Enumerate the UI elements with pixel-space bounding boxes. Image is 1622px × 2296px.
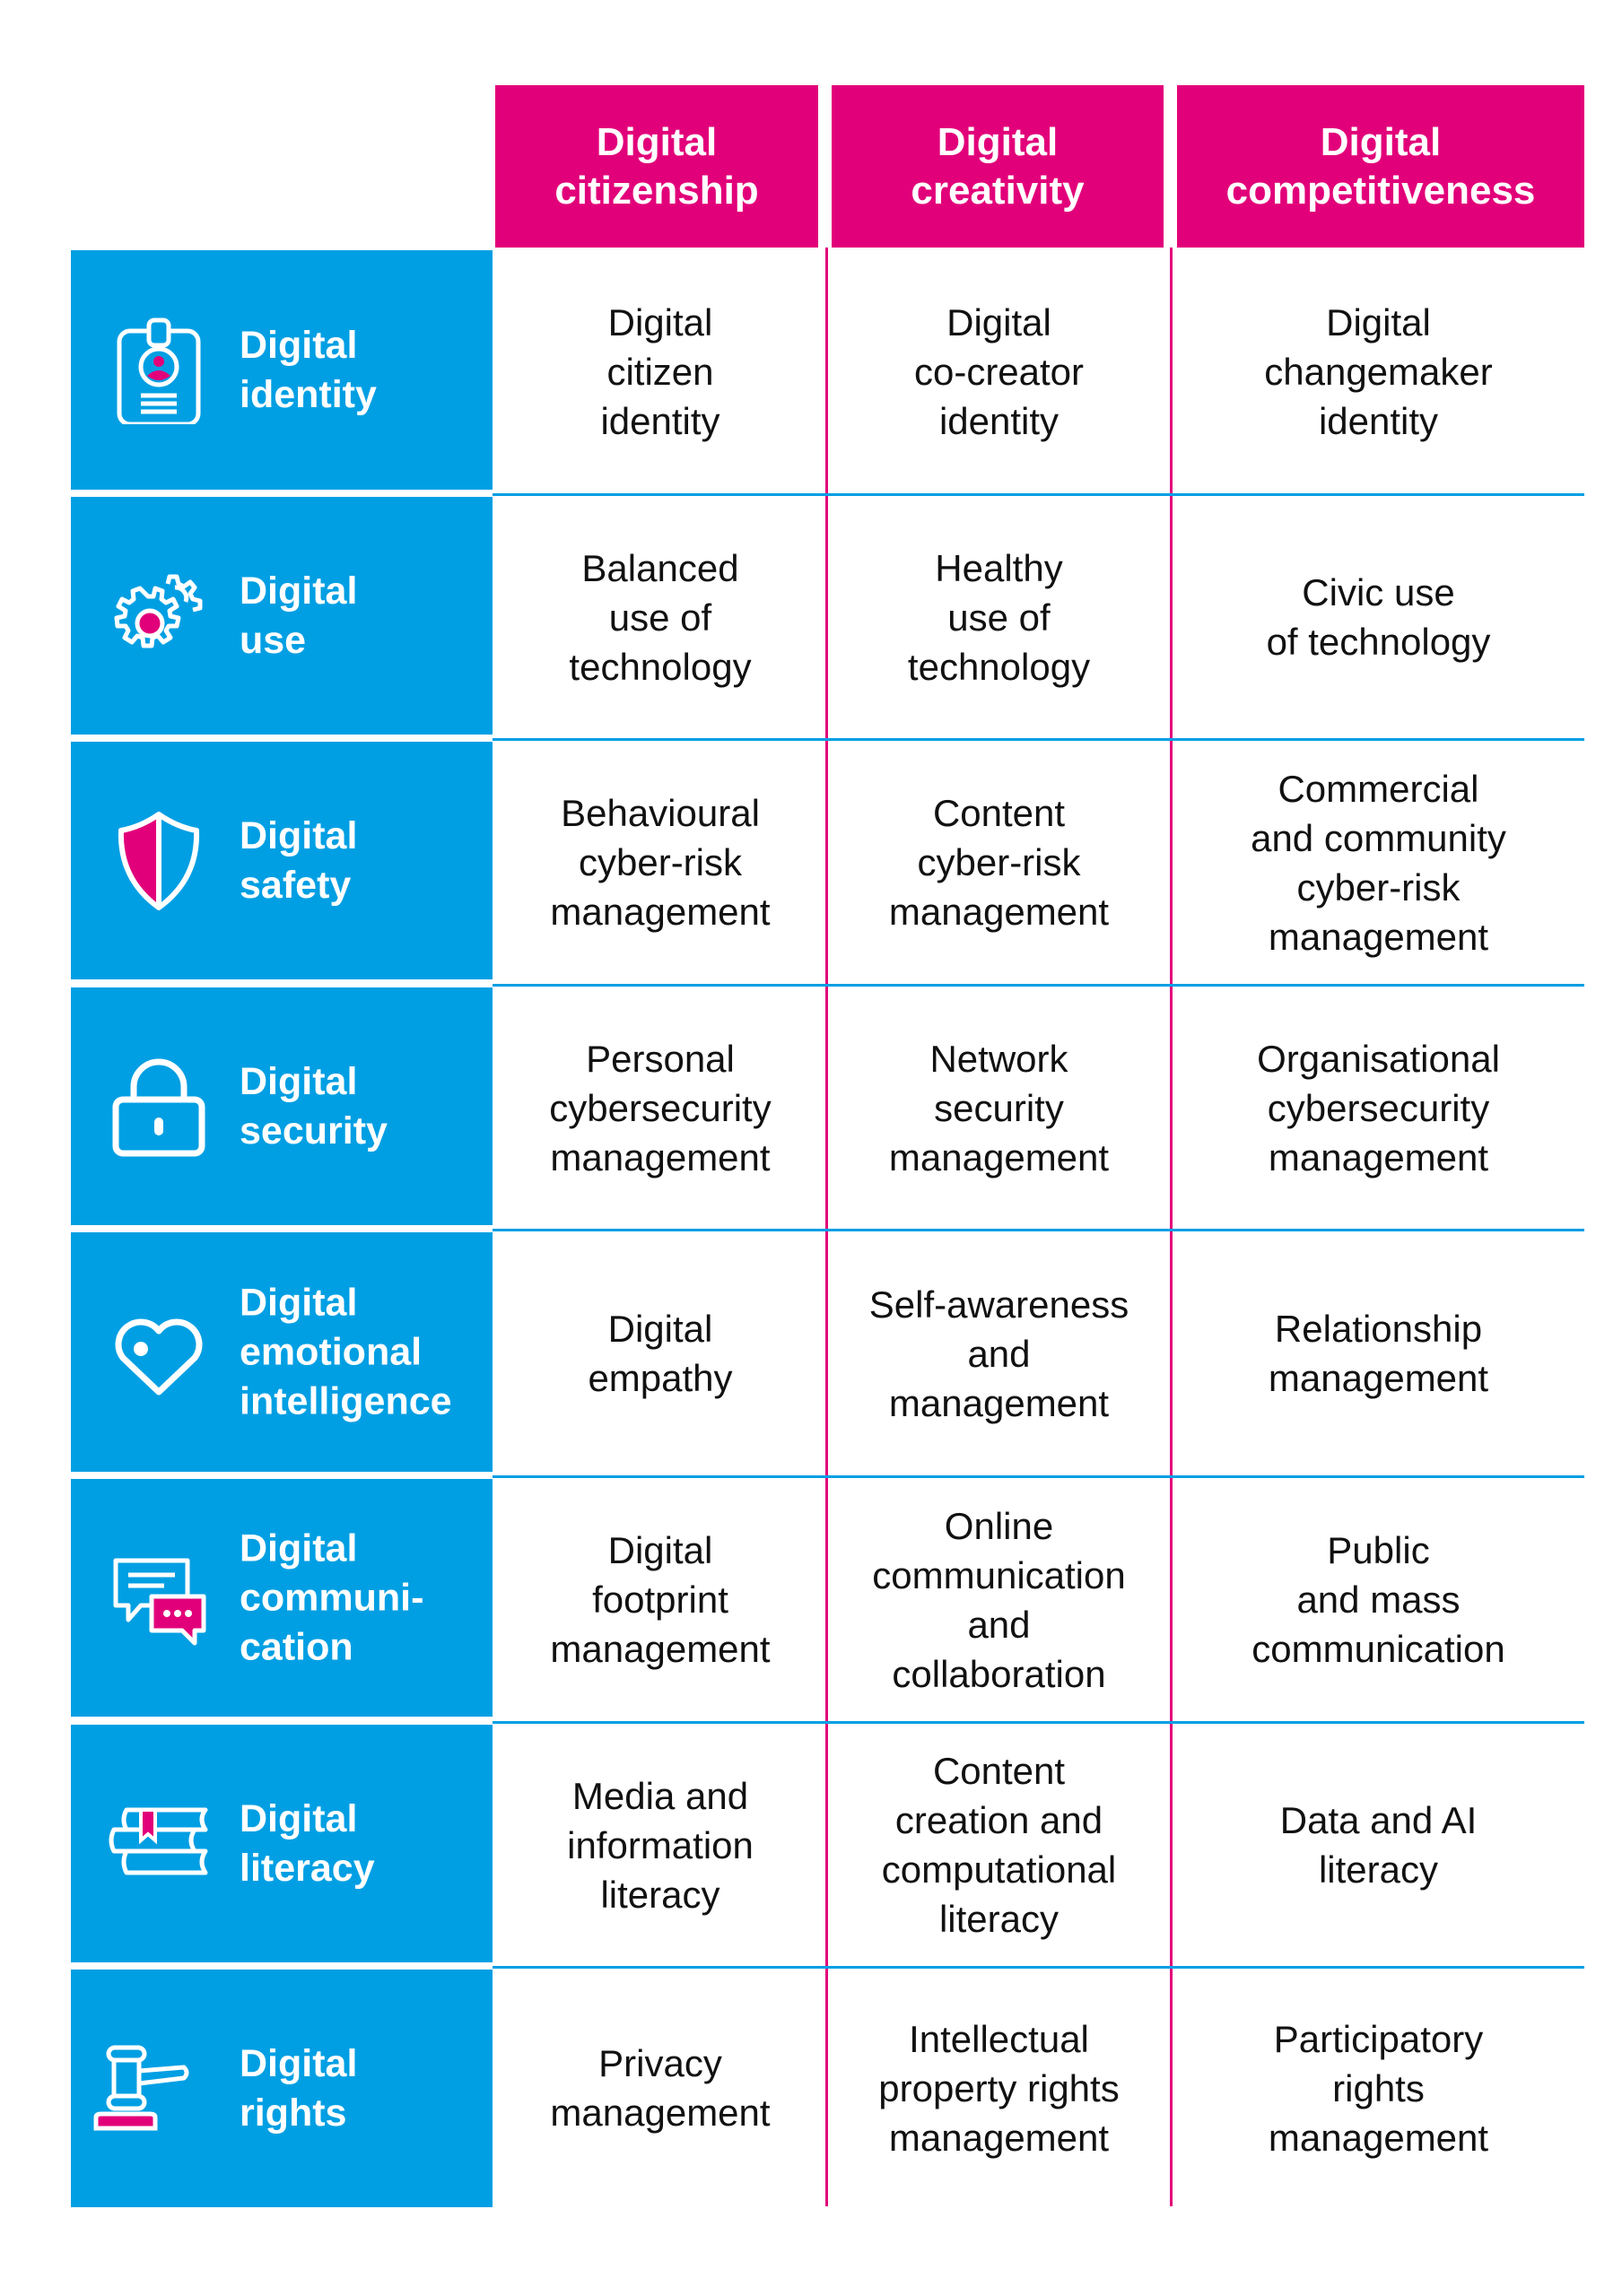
- row-divider: [493, 1475, 1584, 1478]
- column-header-citizenship: Digital citizenship: [495, 85, 818, 248]
- row-header-label: Digital communi- cation: [240, 1526, 424, 1668]
- column-header-label: Digital creativity: [911, 119, 1085, 213]
- shield-icon: [118, 811, 200, 910]
- cell: Healthy use of technology: [907, 546, 1091, 688]
- column-divider: [825, 248, 828, 2206]
- row-header-identity: Digital identity: [71, 250, 493, 490]
- row-divider: [493, 1721, 1584, 1724]
- heart-icon: [115, 1318, 203, 1395]
- row-divider: [493, 1229, 1584, 1231]
- id-badge-icon: [117, 317, 201, 424]
- cell: Civic use of technology: [1266, 571, 1491, 663]
- padlock-icon: [112, 1058, 205, 1156]
- cell: Digital co-creator identity: [913, 301, 1085, 442]
- cell: Content creation and computational liter…: [881, 1750, 1117, 1940]
- chat-bubbles-icon: [113, 1558, 206, 1645]
- cell: Participatory rights management: [1268, 2017, 1489, 2159]
- cell: Balanced use of technology: [569, 546, 752, 688]
- cell: Privacy management: [550, 2042, 771, 2134]
- column-header-creativity: Digital creativity: [832, 85, 1164, 248]
- cell: Content cyber-risk management: [888, 792, 1110, 933]
- gears-icon: [114, 574, 203, 648]
- cell: Self-awareness and management: [868, 1283, 1129, 1424]
- cell: Media and information literacy: [567, 1774, 754, 1916]
- gavel-icon: [93, 2045, 189, 2130]
- row-header-security: Digital security: [71, 987, 493, 1225]
- row-header-communication: Digital communi- cation: [71, 1479, 493, 1717]
- cell: Digital footprint management: [550, 1529, 771, 1670]
- cell: Personal cybersecurity management: [549, 1037, 772, 1178]
- cell: Digital empathy: [588, 1308, 733, 1399]
- cell: Online communication and collaboration: [872, 1504, 1126, 1695]
- row-header-label: Digital emotional intelligence: [240, 1281, 452, 1422]
- row-header-safety: Digital safety: [71, 742, 493, 979]
- cell: Relationship management: [1268, 1308, 1489, 1399]
- row-header-literacy: Digital literacy: [71, 1725, 493, 1962]
- row-divider: [493, 493, 1584, 496]
- column-header-label: Digital citizenship: [554, 119, 759, 213]
- row-divider: [493, 1966, 1584, 1969]
- row-header-rights: Digital rights: [71, 1970, 493, 2207]
- row-header-label: Digital literacy: [240, 1796, 375, 1890]
- cell: Intellectual property rights management: [878, 2017, 1120, 2159]
- row-header-label: Digital rights: [240, 2041, 358, 2135]
- books-icon: [109, 1807, 208, 1874]
- cell: Digital citizen identity: [600, 301, 720, 442]
- row-header-label: Digital security: [240, 1059, 388, 1152]
- row-divider: [493, 738, 1584, 741]
- column-header-label: Digital competitiveness: [1225, 119, 1536, 213]
- cell: Network security management: [888, 1037, 1110, 1178]
- row-divider: [493, 984, 1584, 987]
- row-header-use: Digital use: [71, 497, 493, 735]
- cell: Behavioural cyber-risk management: [550, 792, 771, 933]
- cell: Data and AI literacy: [1279, 1799, 1478, 1891]
- row-header-emotional-intelligence: Digital emotional intelligence: [71, 1232, 493, 1472]
- row-header-label: Digital identity: [240, 323, 377, 416]
- column-divider: [1170, 248, 1173, 2206]
- cell: Commercial and community cyber-risk mana…: [1251, 767, 1506, 958]
- row-header-label: Digital safety: [240, 813, 358, 907]
- cell: Organisational cybersecurity management: [1257, 1037, 1500, 1178]
- column-header-competitiveness: Digital competitiveness: [1177, 85, 1584, 248]
- cell: Digital changemaker identity: [1264, 301, 1493, 442]
- cell: Public and mass communication: [1251, 1529, 1505, 1670]
- row-header-label: Digital use: [240, 569, 358, 662]
